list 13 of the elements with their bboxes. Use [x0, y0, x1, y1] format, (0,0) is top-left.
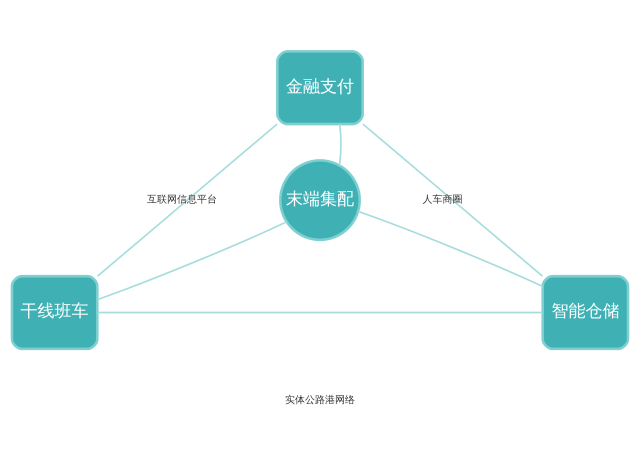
- connector: [96, 123, 278, 277]
- node-box: 金融支付: [276, 50, 364, 126]
- node-box: 干线班车: [10, 274, 99, 350]
- label: 人车商圈: [422, 194, 463, 206]
- connector: [97, 221, 287, 300]
- connector: [338, 124, 342, 166]
- connector: [362, 123, 544, 277]
- label: 互联网信息平台: [147, 194, 218, 206]
- connector: [97, 312, 542, 314]
- connector: [358, 210, 543, 288]
- label: 实体公路港网络: [285, 395, 355, 406]
- node-circle: 末端集配: [279, 159, 361, 242]
- node-box: 智能仓储: [541, 274, 630, 350]
